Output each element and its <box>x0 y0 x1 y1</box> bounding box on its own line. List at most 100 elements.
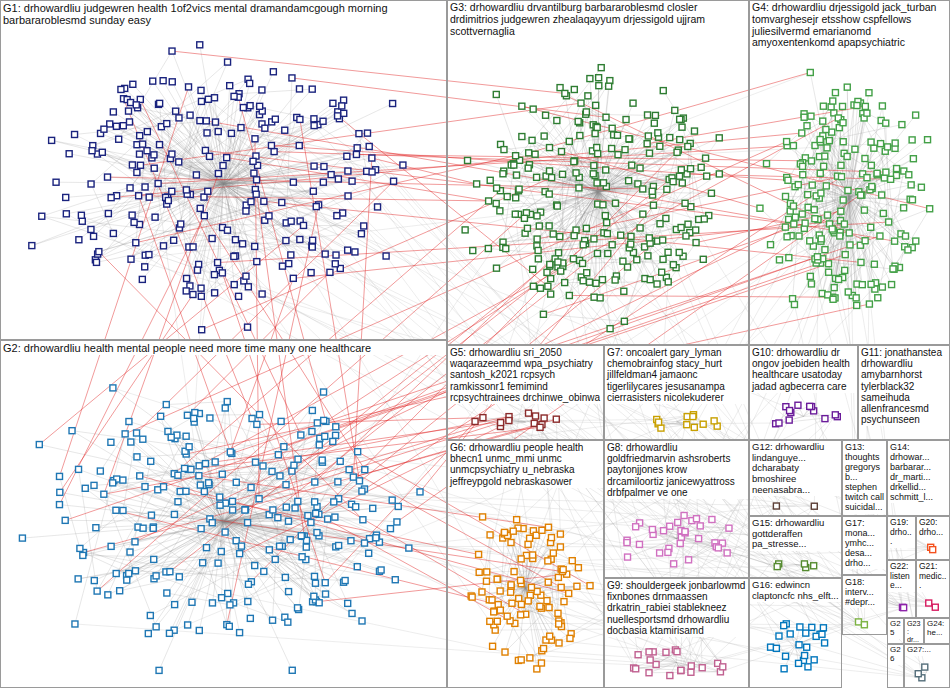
vertex-icon <box>308 270 314 276</box>
vertex-icon <box>301 222 307 228</box>
vertex-icon <box>212 95 218 101</box>
vertex-icon <box>224 155 230 161</box>
vertex-icon <box>526 150 532 156</box>
vertex-icon <box>88 226 94 232</box>
edge-line <box>80 510 123 548</box>
edge-line <box>229 541 236 627</box>
vertex-icon <box>679 124 685 130</box>
edge-line <box>850 173 878 197</box>
strong-edge <box>99 252 363 520</box>
vertex-icon <box>245 284 251 290</box>
edge-line <box>127 487 145 580</box>
vertex-icon <box>548 276 554 282</box>
vertex-icon <box>663 215 669 221</box>
vertex-icon <box>566 292 572 298</box>
vertex-icon <box>571 159 577 165</box>
edge-line <box>790 211 845 255</box>
vertex-icon <box>607 326 613 332</box>
vertex-icon <box>562 90 568 96</box>
strong-edge <box>137 181 394 433</box>
vertex-icon <box>621 318 627 324</box>
intra-group-edges <box>22 45 935 678</box>
edge-line <box>224 522 363 621</box>
vertex-icon <box>609 242 615 248</box>
vertex-icon <box>665 279 671 285</box>
strong-edge <box>140 476 569 594</box>
edge-line <box>811 118 864 161</box>
edge-line <box>814 159 913 210</box>
vertex-icon <box>238 125 244 131</box>
vertex-icon <box>164 121 170 127</box>
edge-line <box>504 133 658 150</box>
edge-line <box>545 81 610 192</box>
vertex-icon <box>268 143 274 149</box>
vertex-icon <box>649 188 655 194</box>
vertex-icon <box>594 125 600 131</box>
vertex-icon <box>142 264 148 270</box>
vertex-icon <box>554 118 560 124</box>
vertex-icon <box>651 120 657 126</box>
vertex-icon <box>215 260 221 266</box>
vertex-icon <box>603 114 609 120</box>
edge-line <box>134 159 170 223</box>
edge-line <box>525 128 612 233</box>
edge-line <box>145 461 151 486</box>
edge-line <box>224 130 285 184</box>
vertex-icon <box>39 213 45 219</box>
vertex-icon <box>169 48 175 54</box>
vertex-icon <box>534 236 540 242</box>
vertex-icon <box>129 162 135 168</box>
vertex-icon <box>96 249 102 255</box>
vertex-icon <box>151 165 157 171</box>
vertex-icon <box>716 135 722 141</box>
edge-line <box>805 166 824 223</box>
vertex-icon <box>600 180 606 186</box>
edge-line <box>167 522 224 593</box>
vertex-icon <box>240 241 246 247</box>
edge-line <box>113 483 352 614</box>
vertex-icon <box>544 269 550 275</box>
vertex-icon <box>646 150 652 156</box>
vertex-icon <box>615 152 621 158</box>
vertex-icon <box>685 221 691 227</box>
vertex-icon <box>335 176 341 182</box>
vertex-icon <box>352 249 358 255</box>
edge-line <box>96 79 248 262</box>
vertex-icon <box>321 164 327 170</box>
edge-line <box>865 159 906 237</box>
vertex-icon <box>333 252 339 258</box>
edge-line <box>159 522 223 671</box>
vertex-icon <box>580 242 586 248</box>
vertex-icon <box>628 241 634 247</box>
vertex-icon <box>107 121 113 127</box>
vertex-icon <box>364 130 370 136</box>
vertex-icon <box>637 165 643 171</box>
strong-edge <box>199 118 838 466</box>
edge-line <box>224 128 265 184</box>
vertex-icon <box>390 101 396 107</box>
vertex-icon <box>366 143 372 149</box>
vertex-icon <box>220 163 226 169</box>
edge-line <box>488 192 598 249</box>
vertex-icon <box>199 327 205 333</box>
vertex-icon <box>628 233 634 239</box>
vertex-icon <box>622 147 628 153</box>
vertex-icon <box>513 195 519 201</box>
vertex-icon <box>328 172 334 178</box>
edge-line <box>100 434 125 471</box>
vertex-icon <box>626 178 632 184</box>
edge-line <box>110 124 336 255</box>
edge-line <box>542 651 718 664</box>
vertex-icon <box>358 231 364 237</box>
vertex-icon <box>205 96 211 102</box>
vertex-icon <box>296 143 302 149</box>
vertex-icon <box>127 185 133 191</box>
vertex-icon <box>560 171 566 177</box>
edge-line <box>519 136 580 190</box>
vertex-icon <box>609 146 615 152</box>
edge-line <box>169 522 223 634</box>
vertex-icon <box>137 133 143 139</box>
edge-line <box>857 106 891 180</box>
vertex-icon <box>134 169 140 175</box>
edge-line <box>195 98 215 413</box>
